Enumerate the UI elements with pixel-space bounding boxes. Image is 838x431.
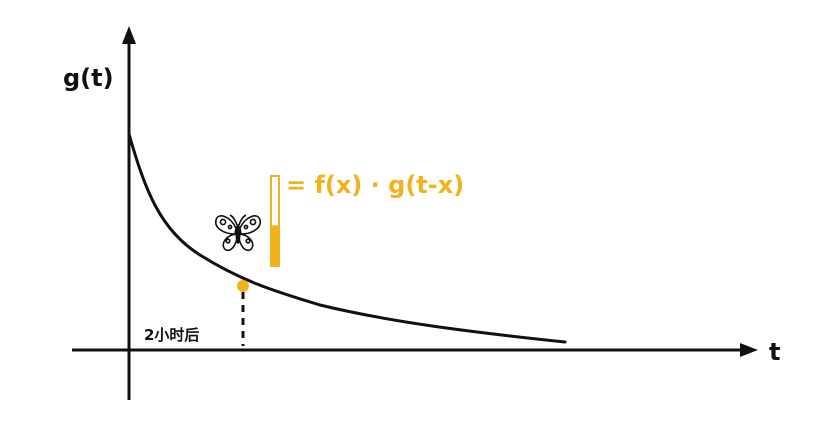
x-axis-label: t [769, 338, 780, 366]
bar-indicator [270, 175, 280, 267]
curve-point [237, 280, 249, 292]
decay-curve [127, 132, 567, 344]
y-axis-arrow [122, 26, 136, 44]
bar-indicator-fill [272, 225, 278, 265]
time-marker-label: 2小时后 [144, 326, 199, 344]
x-axis-arrow [740, 343, 758, 357]
butterfly-icon [214, 214, 262, 252]
y-axis-label: g(t) [63, 64, 114, 92]
equation-text: = f(x) · g(t-x) [286, 171, 464, 199]
bar-indicator-outline [270, 175, 280, 267]
